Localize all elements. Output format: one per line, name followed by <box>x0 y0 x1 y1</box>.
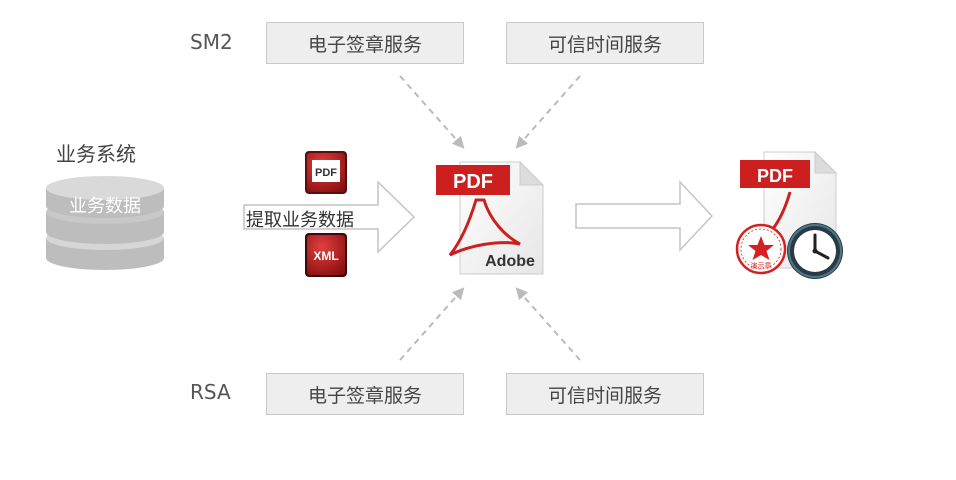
pdf-icon-label: PDF <box>315 167 337 179</box>
top-e-signature-service-box: 电子签章服务 <box>266 22 464 64</box>
xml-icon-label: XML <box>313 249 338 263</box>
arrow-top-right <box>515 75 581 149</box>
arrow-bottom-left <box>399 287 465 361</box>
bottom-trusted-time-service-box: 可信时间服务 <box>506 373 704 415</box>
rsa-label: RSA <box>190 380 231 404</box>
adobe-pdf-document-icon <box>436 160 545 275</box>
top-trusted-time-service-box: 可信时间服务 <box>506 22 704 64</box>
seal-text: 演示章 <box>751 261 772 270</box>
adobe-brand-text: Adobe <box>485 253 535 270</box>
bottom-e-signature-service-text: 电子签章服务 <box>307 384 422 407</box>
top-e-signature-service-text: 电子签章服务 <box>307 33 422 56</box>
clock-icon <box>787 223 843 279</box>
center-pdf-badge: PDF <box>453 171 493 193</box>
business-data-label: 业务数据 <box>69 196 141 217</box>
red-seal-icon <box>735 223 787 275</box>
business-system-title: 业务系统 <box>56 142 136 166</box>
sm2-label: SM2 <box>190 30 233 54</box>
result-pdf-badge: PDF <box>757 166 793 186</box>
database-icon <box>46 176 164 270</box>
extract-data-label: 提取业务数据 <box>246 210 354 231</box>
top-trusted-time-service-text: 可信时间服务 <box>547 33 662 56</box>
bottom-e-signature-service-box: 电子签章服务 <box>266 373 464 415</box>
result-arrow <box>575 180 714 252</box>
pdf-file-icon <box>305 151 347 194</box>
arrow-top-left <box>399 75 465 149</box>
arrow-bottom-right <box>515 287 581 361</box>
bottom-trusted-time-service-text: 可信时间服务 <box>547 384 662 407</box>
xml-file-icon <box>305 233 347 277</box>
extract-arrow <box>243 180 416 254</box>
